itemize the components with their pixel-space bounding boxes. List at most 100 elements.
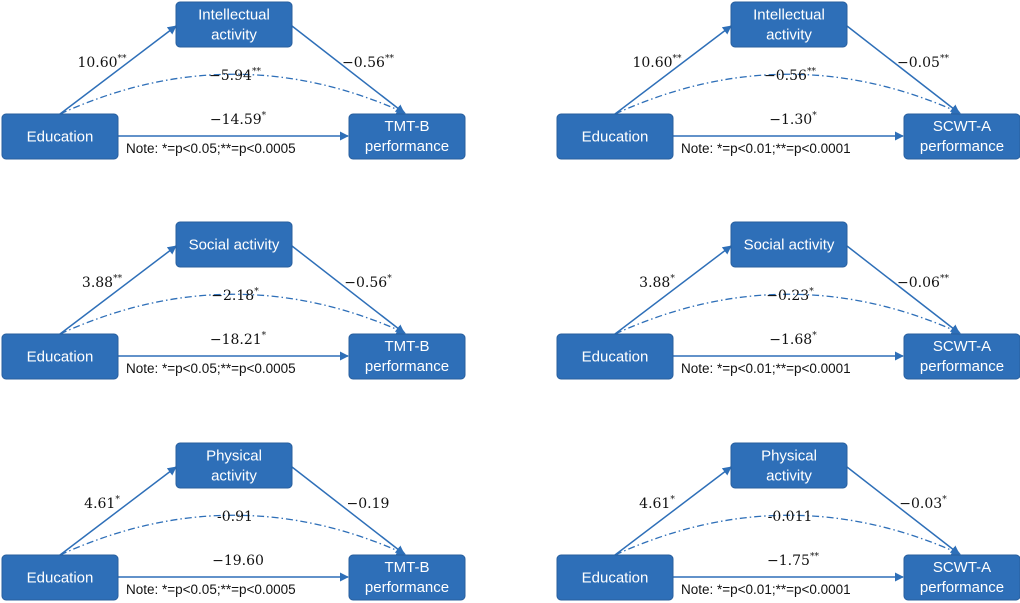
path-indirect-arrow [614, 73, 961, 115]
source-box: Education [556, 333, 674, 380]
significance-note: Note: *=p<0.01;**=p<0.0001 [681, 361, 851, 376]
outcome-label: performance [920, 358, 1004, 375]
mediator-label: Social activity [744, 237, 835, 254]
coefficient-b: −0.03* [899, 495, 947, 512]
coefficient-indirect: −0.56** [764, 67, 816, 84]
coefficient-indirect: -0.91 [217, 509, 253, 525]
mediator-box: Physical activity [175, 442, 293, 489]
coefficient-indirect-significance: ** [252, 67, 262, 77]
source-label: Education [27, 129, 94, 146]
coefficient-direct-significance: * [812, 331, 817, 341]
coefficient-b-significance: ** [385, 54, 395, 64]
mediator-box-shape [730, 221, 848, 268]
coefficient-direct: −1.68* [769, 331, 817, 348]
coefficient-direct: −1.30* [769, 111, 817, 128]
coefficient-b-value: −0.06 [897, 275, 940, 291]
coefficient-direct-significance: ** [810, 552, 820, 562]
coefficient-indirect-significance: ** [807, 67, 817, 77]
coefficient-b: −0.56* [344, 274, 392, 291]
coefficient-indirect-value: -0.91 [217, 509, 253, 525]
mediation-panel-tmtb-physical: EducationPhysicalactivityTMT-Bperformanc… [1, 442, 466, 601]
outcome-box-shape [348, 333, 466, 380]
source-box-shape [556, 554, 674, 601]
coefficient-a-value: 10.60 [77, 55, 117, 71]
coefficient-b-significance: * [387, 274, 392, 284]
coefficient-a-value: 10.60 [632, 55, 672, 71]
outcome-label: SCWT-A [933, 118, 991, 135]
outcome-box-shape [903, 554, 1020, 601]
outcome-box: SCWT-A performance [903, 333, 1020, 380]
mediator-label: Physical [761, 448, 817, 465]
outcome-box-shape [348, 554, 466, 601]
coefficient-a-value: 3.88 [82, 275, 113, 291]
coefficient-b: −0.56** [342, 54, 394, 71]
path-indirect-arrow [59, 514, 406, 556]
outcome-label: performance [920, 138, 1004, 155]
source-box: Education [556, 113, 674, 160]
path-a-arrow [59, 25, 177, 115]
significance-note: Note: *=p<0.05;**=p<0.0005 [126, 141, 296, 156]
coefficient-a: 4.61* [84, 495, 120, 512]
path-b-arrow [291, 245, 405, 334]
outcome-label: SCWT-A [933, 338, 991, 355]
coefficient-a-significance: ** [118, 54, 128, 64]
outcome-label: TMT-B [385, 338, 430, 355]
coefficient-a: 3.88* [639, 274, 675, 291]
mediator-label: activity [211, 468, 257, 485]
outcome-label: performance [365, 358, 449, 375]
coefficient-direct-value: −18.21 [210, 332, 262, 348]
coefficient-indirect-significance: * [809, 287, 814, 297]
outcome-box: SCWT-A performance [903, 554, 1020, 601]
mediator-box: Social activity [175, 221, 293, 268]
coefficient-b-value: −0.03 [899, 496, 942, 512]
coefficient-direct: −1.75** [767, 552, 819, 569]
coefficient-a-value: 3.88 [639, 275, 670, 291]
mediator-box: Social activity [730, 221, 848, 268]
source-box-shape [1, 554, 119, 601]
path-a-arrow [614, 466, 732, 556]
path-indirect-arrow [59, 293, 406, 335]
outcome-label: SCWT-A [933, 559, 991, 576]
mediation-panel-tmtb-intellectual: EducationIntellectualactivityTMT-Bperfor… [1, 1, 466, 160]
coefficient-a-significance: * [115, 495, 120, 505]
coefficient-direct-value: −14.59 [210, 112, 262, 128]
mediator-label: Physical [206, 448, 262, 465]
path-b-arrow [846, 466, 960, 555]
mediator-label: activity [211, 27, 257, 44]
mediator-label: Intellectual [753, 7, 825, 24]
coefficient-b-significance: ** [940, 54, 950, 64]
path-a-arrow [59, 245, 177, 335]
path-indirect-arrow [614, 293, 961, 335]
coefficient-direct: −19.60 [212, 553, 264, 569]
outcome-label: TMT-B [385, 118, 430, 135]
mediator-box-shape [175, 221, 293, 268]
mediation-panel-scwta-physical: EducationPhysicalactivitySCWT-Aperforman… [556, 442, 1020, 601]
coefficient-indirect: −0.23* [766, 287, 814, 304]
source-box-shape [556, 113, 674, 160]
coefficient-a-value: 4.61 [84, 496, 115, 512]
path-a-arrow [59, 466, 177, 556]
mediator-box-shape [175, 1, 293, 48]
coefficient-indirect-significance: * [254, 287, 259, 297]
outcome-label: performance [920, 579, 1004, 596]
outcome-box: TMT-B performance [348, 333, 466, 380]
coefficient-direct: −18.21* [210, 331, 267, 348]
coefficient-direct-significance: * [812, 111, 817, 121]
coefficient-indirect: −5.94** [209, 67, 261, 84]
coefficient-b-significance: ** [940, 274, 950, 284]
path-b-arrow [846, 25, 960, 114]
coefficient-direct-value: −1.30 [769, 112, 812, 128]
coefficient-indirect: -0.011 [768, 509, 813, 525]
coefficient-direct-significance: * [262, 111, 267, 121]
outcome-box-shape [348, 113, 466, 160]
path-a-arrow [614, 245, 732, 335]
source-box: Education [1, 554, 119, 601]
outcome-box-shape [903, 113, 1020, 160]
coefficient-indirect-value: −0.23 [766, 288, 809, 304]
